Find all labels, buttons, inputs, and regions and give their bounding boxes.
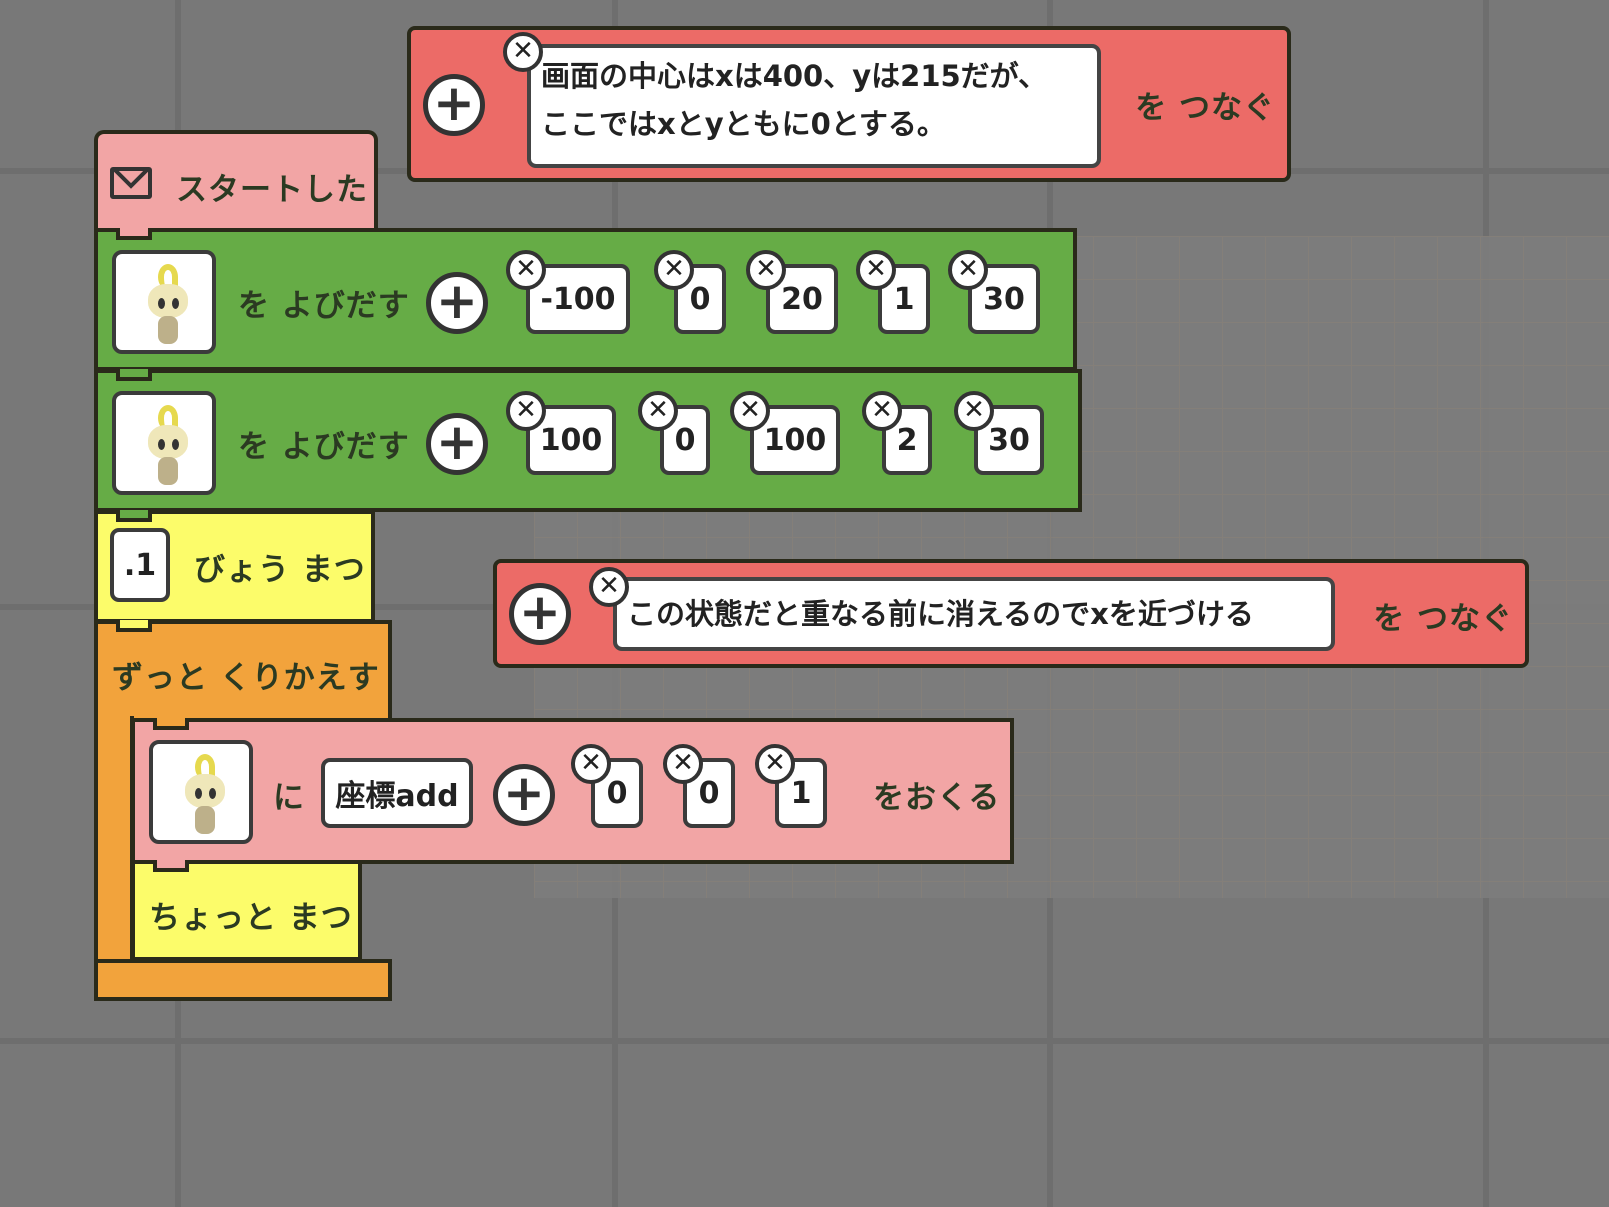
spawn-label: を よびだす (238, 288, 410, 324)
send-label: をおくる (873, 780, 1001, 816)
remove-arg-icon[interactable]: ✕ (948, 250, 988, 290)
envelope-icon (110, 167, 152, 199)
add-argument-button[interactable]: + (493, 764, 555, 826)
target-label: に (273, 780, 305, 816)
comment-line: 画面の中心はxは400、yは215だが、 (541, 59, 1048, 93)
remove-arg-icon[interactable]: ✕ (856, 250, 896, 290)
forever-label: ずっと くりかえす (112, 660, 380, 696)
remove-arg-icon[interactable]: ✕ (654, 250, 694, 290)
remove-arg-icon[interactable]: ✕ (746, 250, 786, 290)
comment-text-field[interactable]: この状態だと重なる前に消えるのでxを近づける (613, 577, 1335, 651)
remove-arg-icon[interactable]: ✕ (506, 391, 546, 431)
seconds-field[interactable]: .1 (110, 528, 170, 602)
spawn-label: を よびだす (238, 429, 410, 465)
remove-arg-icon[interactable]: ✕ (506, 250, 546, 290)
remove-arg-icon[interactable]: ✕ (730, 391, 770, 431)
character-image[interactable] (112, 250, 216, 354)
short-wait-label: ちょっと まつ (149, 900, 353, 936)
forever-block[interactable]: ずっと くりかえす (94, 620, 392, 1001)
comment-block-2[interactable]: + この状態だと重なる前に消えるのでxを近づける ✕ を つなぐ (493, 559, 1529, 668)
arg-field[interactable]: 0 (591, 758, 643, 828)
start-label: スタートした (176, 172, 368, 208)
add-argument-button[interactable]: + (426, 272, 488, 334)
connect-label: を つなぐ (1373, 601, 1513, 637)
add-button[interactable]: + (509, 583, 571, 645)
remove-icon[interactable]: ✕ (503, 32, 543, 72)
grid-line (0, 1038, 1609, 1044)
arg-field[interactable]: 0 (683, 758, 735, 828)
remove-icon[interactable]: ✕ (589, 567, 629, 607)
character-image[interactable] (149, 740, 253, 844)
message-field[interactable]: 座標add (321, 758, 473, 828)
comment-block-1[interactable]: + 画面の中心はxは400、yは215だが、 ここではxとyともに0とする。 ✕… (407, 26, 1291, 182)
comment-text-field[interactable]: 画面の中心はxは400、yは215だが、 ここではxとyともに0とする。 (527, 44, 1101, 168)
comment-line: この状態だと重なる前に消えるのでxを近づける (627, 597, 1254, 631)
remove-arg-icon[interactable]: ✕ (755, 744, 795, 784)
connect-label: を つなぐ (1135, 90, 1275, 126)
short-wait-block[interactable]: ちょっと まつ (131, 860, 362, 961)
arg-field[interactable]: 2 (882, 405, 932, 475)
comment-line: ここではxとyともに0とする。 (541, 107, 946, 141)
spawn-block-1[interactable]: を よびだす + -100 0 20 1 30 ✕ ✕ ✕ ✕ ✕ (94, 228, 1077, 371)
remove-arg-icon[interactable]: ✕ (954, 391, 994, 431)
arg-field[interactable]: -100 (526, 264, 630, 334)
character-image[interactable] (112, 391, 216, 495)
add-button[interactable]: + (423, 74, 485, 136)
remove-arg-icon[interactable]: ✕ (638, 391, 678, 431)
add-argument-button[interactable]: + (426, 413, 488, 475)
wait-label: びょう まつ (194, 552, 366, 588)
spawn-block-2[interactable]: を よびだす + 100 0 100 2 30 ✕ ✕ ✕ ✕ ✕ (94, 369, 1082, 512)
send-message-block[interactable]: に 座標add + 0 0 1 ✕ ✕ ✕ をおくる (131, 718, 1014, 864)
wait-seconds-block[interactable]: .1 びょう まつ (94, 510, 375, 623)
start-event-block[interactable]: スタートした (94, 130, 378, 232)
remove-arg-icon[interactable]: ✕ (862, 391, 902, 431)
remove-arg-icon[interactable]: ✕ (571, 744, 611, 784)
remove-arg-icon[interactable]: ✕ (663, 744, 703, 784)
